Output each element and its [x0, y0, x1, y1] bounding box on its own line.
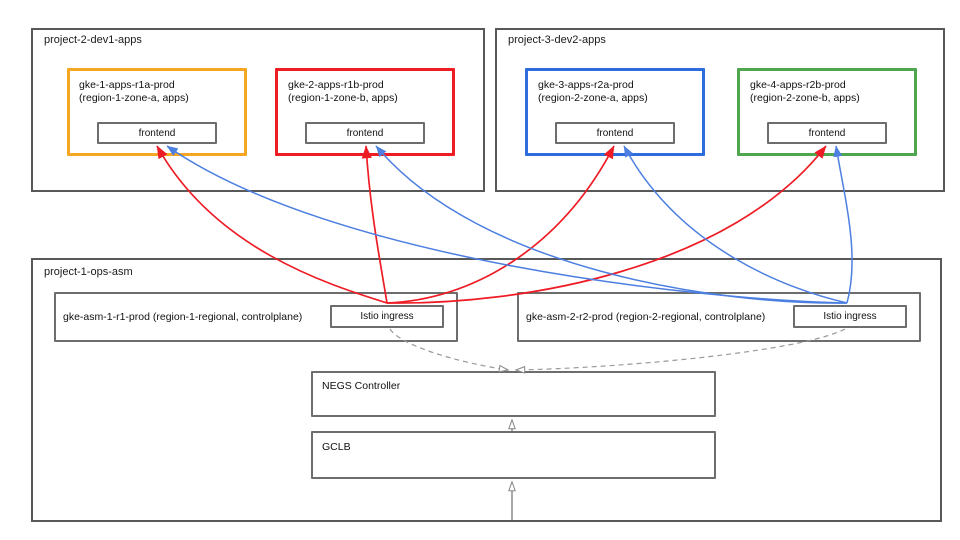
cluster-gke-3-detail: (region-2-zone-a, apps) [538, 92, 648, 104]
node-gke-3-frontend[interactable]: frontend [555, 122, 675, 144]
component-gclb[interactable] [311, 431, 716, 479]
node-gke-1-frontend[interactable]: frontend [97, 122, 217, 144]
cluster-gke-asm-1-label: gke-asm-1-r1-prod (region-1-regional, co… [63, 311, 303, 323]
group-label-project-2: project-2-dev1-apps [44, 34, 142, 46]
group-label-project-3: project-3-dev2-apps [508, 34, 606, 46]
cluster-gke-1-name: gke-1-apps-r1a-prod [79, 79, 175, 91]
component-negs-controller-label: NEGS Controller [322, 380, 401, 392]
cluster-gke-1-detail: (region-1-zone-a, apps) [79, 92, 189, 104]
cluster-gke-asm-2-label: gke-asm-2-r2-prod (region-2-regional, co… [526, 311, 766, 323]
group-label-project-1: project-1-ops-asm [44, 266, 133, 278]
cluster-gke-3-name: gke-3-apps-r2a-prod [538, 79, 634, 91]
node-gke-2-frontend[interactable]: frontend [305, 122, 425, 144]
cluster-gke-4-detail: (region-2-zone-b, apps) [750, 92, 860, 104]
node-gke-4-frontend[interactable]: frontend [767, 122, 887, 144]
node-istio-ingress-1[interactable]: Istio ingress [330, 305, 444, 328]
cluster-gke-4-name: gke-4-apps-r2b-prod [750, 79, 846, 91]
component-negs-controller[interactable] [311, 371, 716, 417]
cluster-gke-2-name: gke-2-apps-r1b-prod [288, 79, 384, 91]
component-gclb-label: GCLB [322, 441, 351, 453]
node-istio-ingress-2[interactable]: Istio ingress [793, 305, 907, 328]
cluster-gke-2-detail: (region-1-zone-b, apps) [288, 92, 398, 104]
